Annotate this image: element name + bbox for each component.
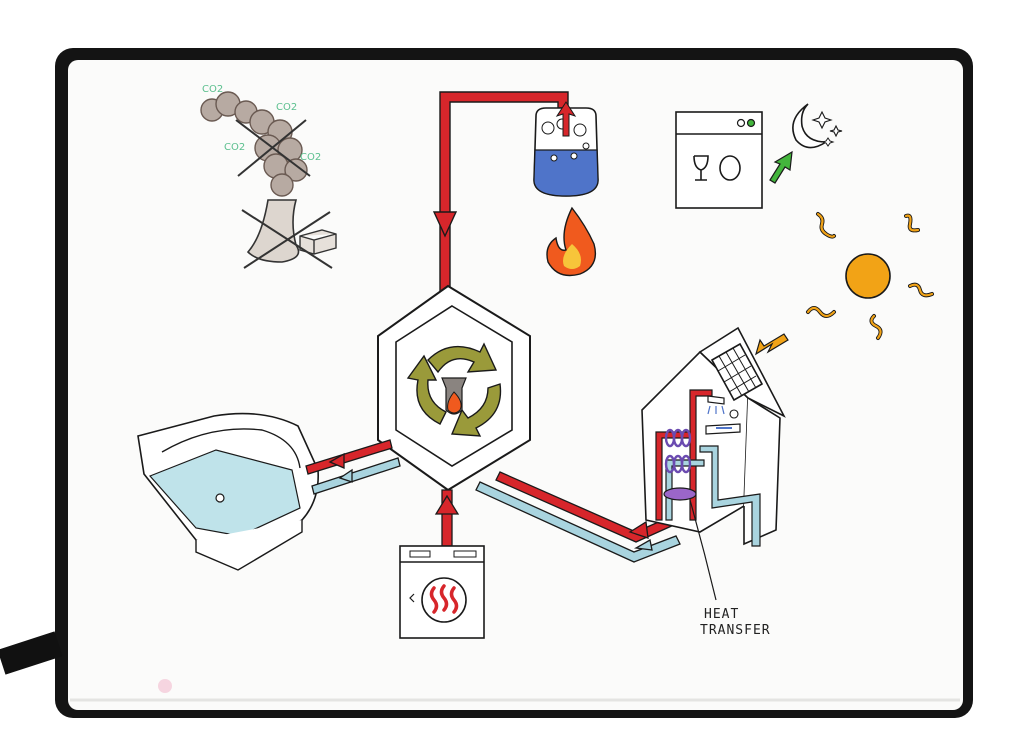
- flow-arrow-icon: [338, 468, 353, 483]
- flow-arrow-icon: [633, 538, 653, 551]
- co2-label: CO2: [276, 102, 297, 113]
- house-side: [743, 397, 781, 546]
- wine-glass-icon: [693, 155, 709, 181]
- hub-flame-icon: [447, 391, 462, 414]
- elastic-band: [0, 631, 63, 675]
- leader-line: [689, 499, 717, 601]
- co2-label: CO2: [202, 84, 223, 95]
- steam-bubbles-icon: [541, 118, 590, 162]
- plate-icon: [719, 155, 741, 181]
- house-internal-pipes: [655, 389, 761, 547]
- cold-pipe: [665, 459, 705, 521]
- heat-hub: [377, 284, 531, 492]
- bath-water-icon: [148, 449, 301, 537]
- hot-pipe: [305, 439, 393, 475]
- shower-head-icon: [707, 395, 725, 415]
- green-arrow-icon: [769, 150, 793, 184]
- heat-coil-icon: [664, 428, 692, 474]
- hot-pipe: [655, 431, 691, 521]
- transfer-label: TRANSFER: [700, 623, 771, 638]
- kettle: [533, 101, 599, 277]
- flow-arrow-icon: [328, 452, 345, 469]
- drain-icon: [215, 493, 225, 503]
- sun-arrow-icon: [754, 333, 789, 356]
- recycle-arrows-icon: [406, 342, 502, 437]
- washing-machine: [399, 545, 485, 639]
- dishwasher: [675, 103, 843, 209]
- bathtub: [137, 412, 319, 571]
- indicator-icon: [746, 118, 756, 128]
- star-icon: [829, 124, 843, 138]
- power-plant-crossed-out: CO2 CO2 CO2 CO2: [200, 84, 337, 269]
- smoke-icon: [200, 91, 308, 197]
- hot-pipe: [689, 389, 713, 521]
- flow-arrow-icon: [434, 494, 460, 515]
- cold-pipe: [699, 445, 761, 547]
- heat-transfer-annotation: HEAT TRANSFER: [689, 499, 771, 638]
- sun-icon: [845, 253, 891, 299]
- dishwasher-body: [675, 111, 763, 209]
- pink-smudge: [158, 679, 172, 693]
- house: [641, 326, 786, 547]
- heat-exchanger-icon: [663, 487, 697, 501]
- control-slot: [453, 550, 477, 558]
- washing-machine-pipe: [434, 489, 460, 547]
- control-slot: [409, 550, 431, 558]
- star-icon: [811, 110, 833, 130]
- sink-icon: [705, 409, 741, 435]
- heat-waves-icon: [429, 584, 459, 614]
- cold-pipe: [311, 457, 401, 495]
- co2-label: CO2: [224, 142, 245, 153]
- cross-line: [237, 119, 307, 177]
- building-icon: [299, 229, 337, 255]
- solar-panel-icon: [710, 342, 764, 402]
- star-icon: [821, 137, 835, 147]
- co2-label: CO2: [300, 152, 321, 163]
- flame-icon: [546, 206, 597, 277]
- cross-line: [243, 211, 331, 269]
- bath-pipes: [305, 439, 401, 495]
- flame-core: [563, 244, 581, 269]
- flow-arrow-icon: [628, 520, 649, 539]
- sun: [754, 212, 934, 356]
- cold-pipe: [475, 481, 681, 563]
- steam-arrow-icon: [555, 101, 577, 137]
- flow-arrow-icon: [432, 211, 458, 238]
- heat-label: HEAT: [704, 607, 739, 622]
- indicator-icon: [736, 118, 746, 128]
- water-icon: [533, 149, 599, 197]
